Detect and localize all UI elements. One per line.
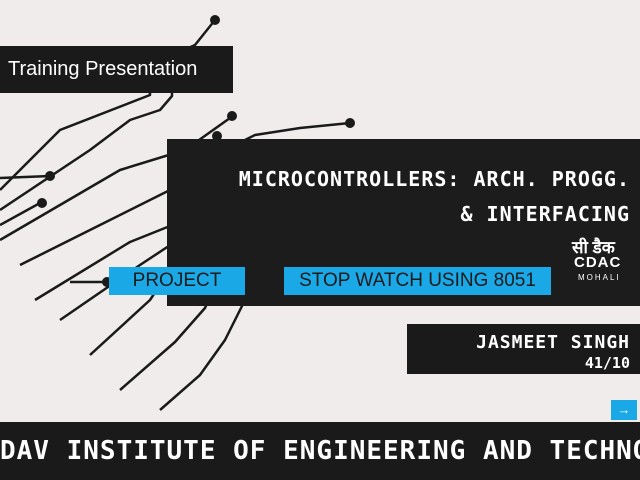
project-label-tag: PROJECT — [109, 267, 245, 295]
cdac-logo-city: MOHALI — [578, 273, 621, 282]
next-slide-button[interactable]: → — [611, 400, 637, 420]
project-label: PROJECT — [132, 270, 222, 291]
institute-footer: DAV INSTITUTE OF ENGINEERING AND TECHNOL… — [0, 422, 640, 480]
arrow-right-icon: → — [617, 402, 631, 417]
course-title-line-1: MICROCONTROLLERS: ARCH. PROGG. — [238, 167, 630, 191]
institute-name: DAV INSTITUTE OF ENGINEERING AND TECHNOL… — [0, 436, 640, 466]
author-panel: JASMEET SINGH 41/10 — [407, 324, 640, 374]
project-title-tag: STOP WATCH USING 8051 — [284, 267, 551, 295]
project-title: STOP WATCH USING 8051 — [299, 270, 536, 291]
author-roll-number: 41/10 — [584, 354, 630, 372]
course-title-line-2: & INTERFACING — [460, 202, 630, 226]
cdac-logo: सी डैक CDAC MOHALI — [568, 235, 632, 287]
cdac-logo-brand: CDAC — [574, 254, 622, 271]
cdac-logo-hindi: सी डैक — [572, 238, 615, 257]
training-presentation-banner: Training Presentation — [0, 46, 233, 93]
training-presentation-label: Training Presentation — [8, 58, 198, 80]
author-name: JASMEET SINGH — [476, 332, 630, 353]
